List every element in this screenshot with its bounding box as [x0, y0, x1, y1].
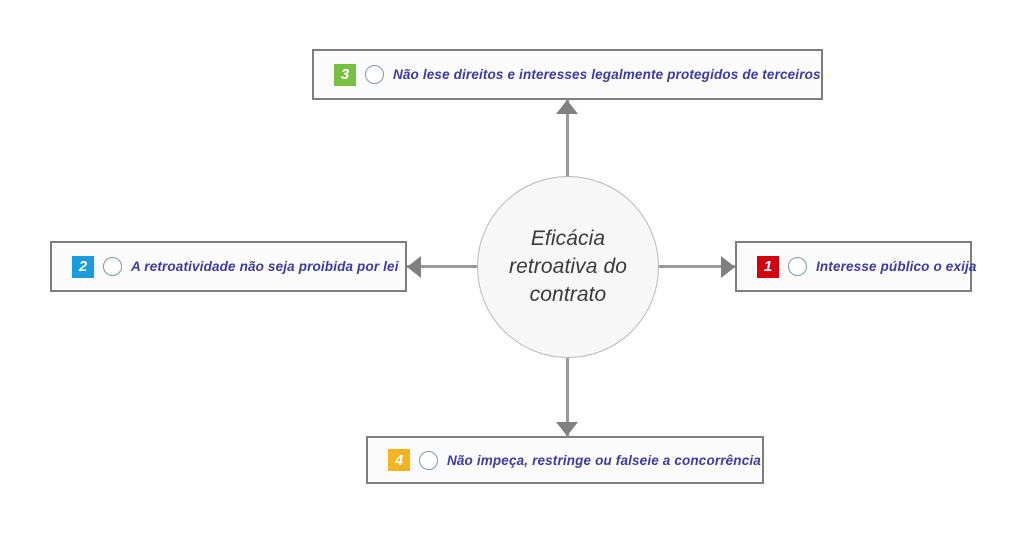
node-box-top[interactable]: 3 Não lese direitos e interesses legalme…: [312, 49, 823, 100]
node-label-1: Interesse público o exija: [816, 259, 977, 274]
circle-outline-icon: [103, 257, 122, 276]
node-label-4: Não impeça, restringe ou falseie a conco…: [447, 452, 761, 468]
node-badge-1: 1: [757, 255, 779, 278]
node-content-bottom: 4 Não impeça, restringe ou falseie a con…: [388, 449, 761, 471]
center-node: Eficácia retroativa do contrato: [477, 176, 659, 358]
connector-line-top: [566, 100, 569, 178]
connector-line-right: [658, 265, 735, 268]
node-content-top: 3 Não lese direitos e interesses legalme…: [334, 63, 821, 86]
circle-outline-icon: [788, 257, 807, 276]
node-badge-2: 2: [72, 255, 94, 278]
center-node-label: Eficácia retroativa do contrato: [508, 226, 628, 307]
node-content-right: 1 Interesse público o exija: [757, 255, 977, 278]
node-box-left[interactable]: 2 A retroatividade não seja proibida por…: [50, 241, 407, 292]
arrowhead-right-icon: [721, 256, 735, 278]
circle-outline-icon: [419, 450, 438, 470]
arrowhead-up-icon: [556, 100, 578, 114]
node-label-3: Não lese direitos e interesses legalment…: [393, 67, 821, 82]
node-label-2: A retroatividade não seja proibida por l…: [131, 259, 399, 274]
node-badge-3: 3: [334, 63, 356, 86]
node-content-left: 2 A retroatividade não seja proibida por…: [72, 255, 399, 278]
arrowhead-down-icon: [556, 422, 578, 436]
arrowhead-left-icon: [407, 256, 421, 278]
node-badge-4: 4: [388, 449, 410, 471]
node-box-right[interactable]: 1 Interesse público o exija: [735, 241, 976, 292]
circle-outline-icon: [365, 65, 384, 84]
connector-line-left: [407, 265, 479, 268]
node-box-bottom[interactable]: 4 Não impeça, restringe ou falseie a con…: [366, 436, 764, 484]
connector-line-bottom: [566, 357, 569, 436]
